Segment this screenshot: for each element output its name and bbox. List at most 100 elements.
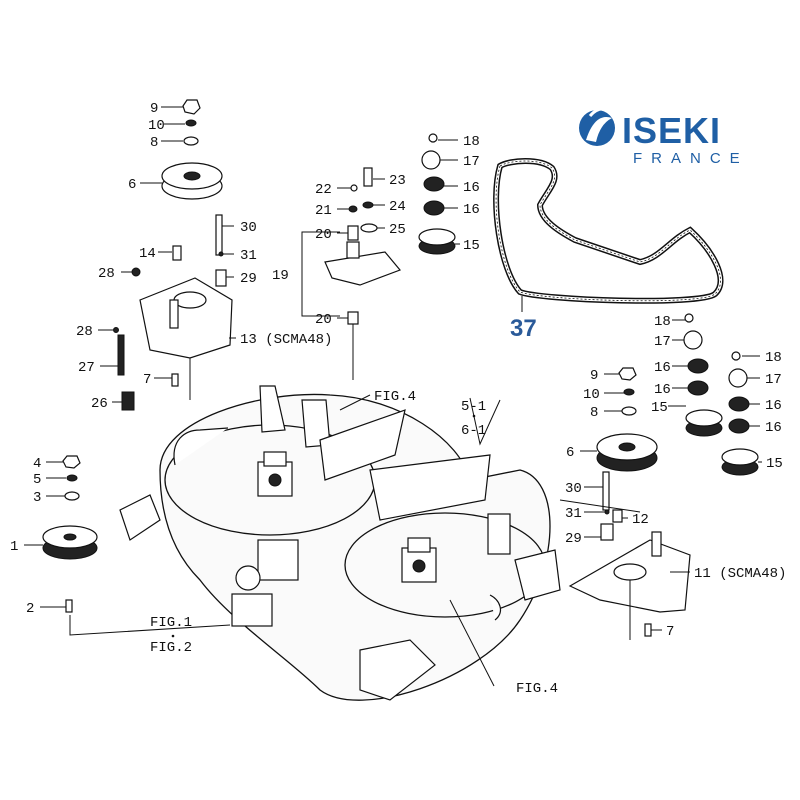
iseki-logo: ISEKI FRANCE <box>579 107 749 167</box>
pin-22-icon <box>350 184 358 192</box>
bearing-16e-icon <box>728 396 750 412</box>
clip-18b-icon <box>684 313 694 323</box>
fig-ref-dot-b <box>171 634 175 638</box>
washer-21-icon <box>348 205 358 213</box>
callout-18a: 18 <box>463 134 480 150</box>
callout-4: 4 <box>33 456 41 472</box>
callout-31b: 31 <box>565 506 582 522</box>
callout-12: 12 <box>632 512 649 528</box>
callout-9b: 9 <box>590 368 598 384</box>
nut-4-icon <box>62 455 81 469</box>
circlip-17b-icon <box>683 330 703 350</box>
deck-bracket <box>487 513 511 555</box>
pulley-1-icon <box>42 525 98 560</box>
callout-7a: 7 <box>143 372 151 388</box>
pulley-assembly-left-side <box>42 455 98 613</box>
callout-15b: 15 <box>651 400 668 416</box>
callout-6a: 6 <box>128 177 136 193</box>
callout-10a: 10 <box>148 118 165 134</box>
callout-20b: 20 <box>315 312 332 328</box>
callout-21: 21 <box>315 203 332 219</box>
callout-6b: 6 <box>566 445 574 461</box>
idler-pulley-15c-icon <box>721 448 759 476</box>
clip-18a-icon <box>428 133 438 143</box>
callout-29a: 29 <box>240 271 257 287</box>
belt-callout: 37 <box>510 315 537 342</box>
spindle-housing-right <box>401 537 437 583</box>
callout-labels: 9 10 8 6 30 31 29 14 28 13 (SCMA48) 28 2… <box>10 101 786 697</box>
callout-15c: 15 <box>766 456 783 472</box>
fig-ref-dot-a <box>472 414 476 418</box>
callout-16a: 16 <box>463 180 480 196</box>
washer-8b-icon <box>621 406 637 416</box>
pulley-assembly-left-top <box>113 99 233 411</box>
bearing-16f-icon <box>728 418 750 434</box>
fig-ref-4-top: FIG.4 <box>374 389 416 405</box>
washer-25-icon <box>360 223 378 233</box>
callout-16e: 16 <box>765 398 782 414</box>
callout-16d: 16 <box>654 382 671 398</box>
callout-30b: 30 <box>565 481 582 497</box>
callout-16b: 16 <box>463 202 480 218</box>
mower-deck <box>119 385 561 701</box>
bolt-23-icon <box>363 167 373 187</box>
callout-26: 26 <box>91 396 108 412</box>
callout-7b: 7 <box>666 624 674 640</box>
bearing-16a-icon <box>423 176 445 192</box>
callout-16f: 16 <box>765 420 782 436</box>
idler-pulley-15b-icon <box>685 409 723 437</box>
callout-15a: 15 <box>463 238 480 254</box>
callout-17a: 17 <box>463 154 480 170</box>
callout-30a: 30 <box>240 220 257 236</box>
callout-24: 24 <box>389 199 406 215</box>
bushing-20b-icon <box>347 311 359 325</box>
fig-ref-1: FIG.1 <box>150 615 192 631</box>
brand-sub: FRANCE <box>633 150 749 167</box>
collar-29-icon <box>215 269 227 287</box>
washer-24-icon <box>362 201 374 209</box>
callout-14: 14 <box>139 246 156 262</box>
callout-18c: 18 <box>765 350 782 366</box>
tensioner-assembly <box>324 133 456 325</box>
pulley-6b-icon <box>596 433 658 472</box>
callout-25: 25 <box>389 222 406 238</box>
callout-27: 27 <box>78 360 95 376</box>
idler-pulley-15a-icon <box>418 228 456 255</box>
plate-11-icon <box>568 531 691 613</box>
bearing-16c-icon <box>687 358 709 374</box>
callout-2: 2 <box>26 601 34 617</box>
bolt-14-icon <box>172 245 182 261</box>
callout-3: 3 <box>33 490 41 506</box>
washer-10-icon <box>185 119 197 127</box>
nut-28-icon <box>131 267 141 277</box>
callout-8b: 8 <box>590 405 598 421</box>
callout-31a: 31 <box>240 248 257 264</box>
callout-22: 22 <box>315 182 332 198</box>
callout-10b: 10 <box>583 387 600 403</box>
spring-27-icon <box>117 334 125 376</box>
callout-8a: 8 <box>150 135 158 151</box>
callout-28a: 28 <box>98 266 115 282</box>
callout-20a: 20 <box>315 227 332 243</box>
callout-17c: 17 <box>765 372 782 388</box>
plate-13-icon <box>139 277 233 359</box>
washer-31b-icon <box>604 509 610 515</box>
pin-7-icon <box>171 373 179 387</box>
fig-ref-4-bottom: FIG.4 <box>516 681 558 697</box>
leader-lines <box>24 106 762 687</box>
fig-ref-6-1: 6-1 <box>461 423 486 439</box>
nut-9b-icon <box>618 367 637 381</box>
callout-17b: 17 <box>654 334 671 350</box>
circlip-17c-icon <box>728 368 748 388</box>
washer-10b-icon <box>623 388 635 396</box>
bushing-20a-icon <box>347 225 359 241</box>
callout-29b: 29 <box>565 531 582 547</box>
key-2-icon <box>65 599 73 613</box>
bolt-12-icon <box>612 509 623 523</box>
circlip-17a-icon <box>421 150 441 170</box>
gearbox <box>231 539 299 627</box>
pin-7b-icon <box>644 623 652 637</box>
bearing-16d-icon <box>687 380 709 396</box>
brand-name: ISEKI <box>622 110 721 151</box>
